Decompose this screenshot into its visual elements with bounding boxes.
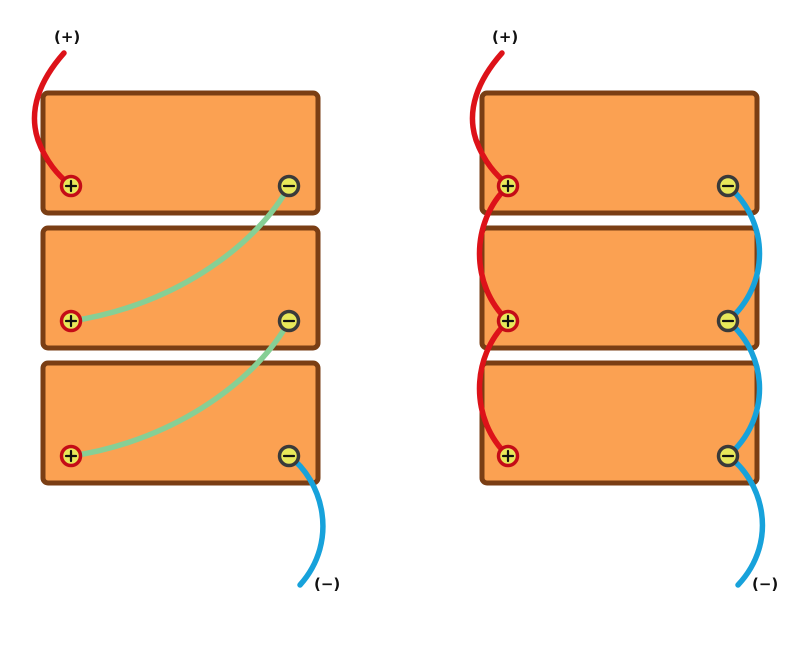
positive-terminal [59,444,83,468]
negative-lead-wire [725,453,766,588]
negative-terminal [277,309,301,333]
positive-label: (+) [492,28,518,46]
negative-label: (−) [314,575,340,593]
positive-terminal [496,309,520,333]
negative-jumper-wire-1 [725,183,763,324]
series-diagram: (+) (−) [31,28,340,593]
positive-terminal [59,174,83,198]
positive-label: (+) [54,28,80,46]
positive-terminal [59,309,83,333]
battery-3 [479,360,760,486]
negative-terminal [277,174,301,198]
negative-label: (−) [752,575,778,593]
positive-jumper-wire-2 [476,318,511,459]
parallel-diagram: (+) (−) [469,28,778,593]
battery-2 [479,225,760,351]
positive-jumper-wire-1 [476,183,511,324]
positive-terminal [496,174,520,198]
battery-1 [40,90,321,216]
battery-1 [479,90,760,216]
negative-lead-wire [286,453,326,588]
negative-jumper-wire-2 [725,318,763,459]
negative-terminal [716,444,740,468]
series-link-wire-2 [68,318,292,459]
negative-terminal [277,444,301,468]
negative-terminal [716,309,740,333]
positive-terminal [496,444,520,468]
positive-lead-wire [469,50,511,188]
negative-terminal [716,174,740,198]
positive-lead-wire [31,50,73,188]
series-link-wire-1 [68,183,292,324]
